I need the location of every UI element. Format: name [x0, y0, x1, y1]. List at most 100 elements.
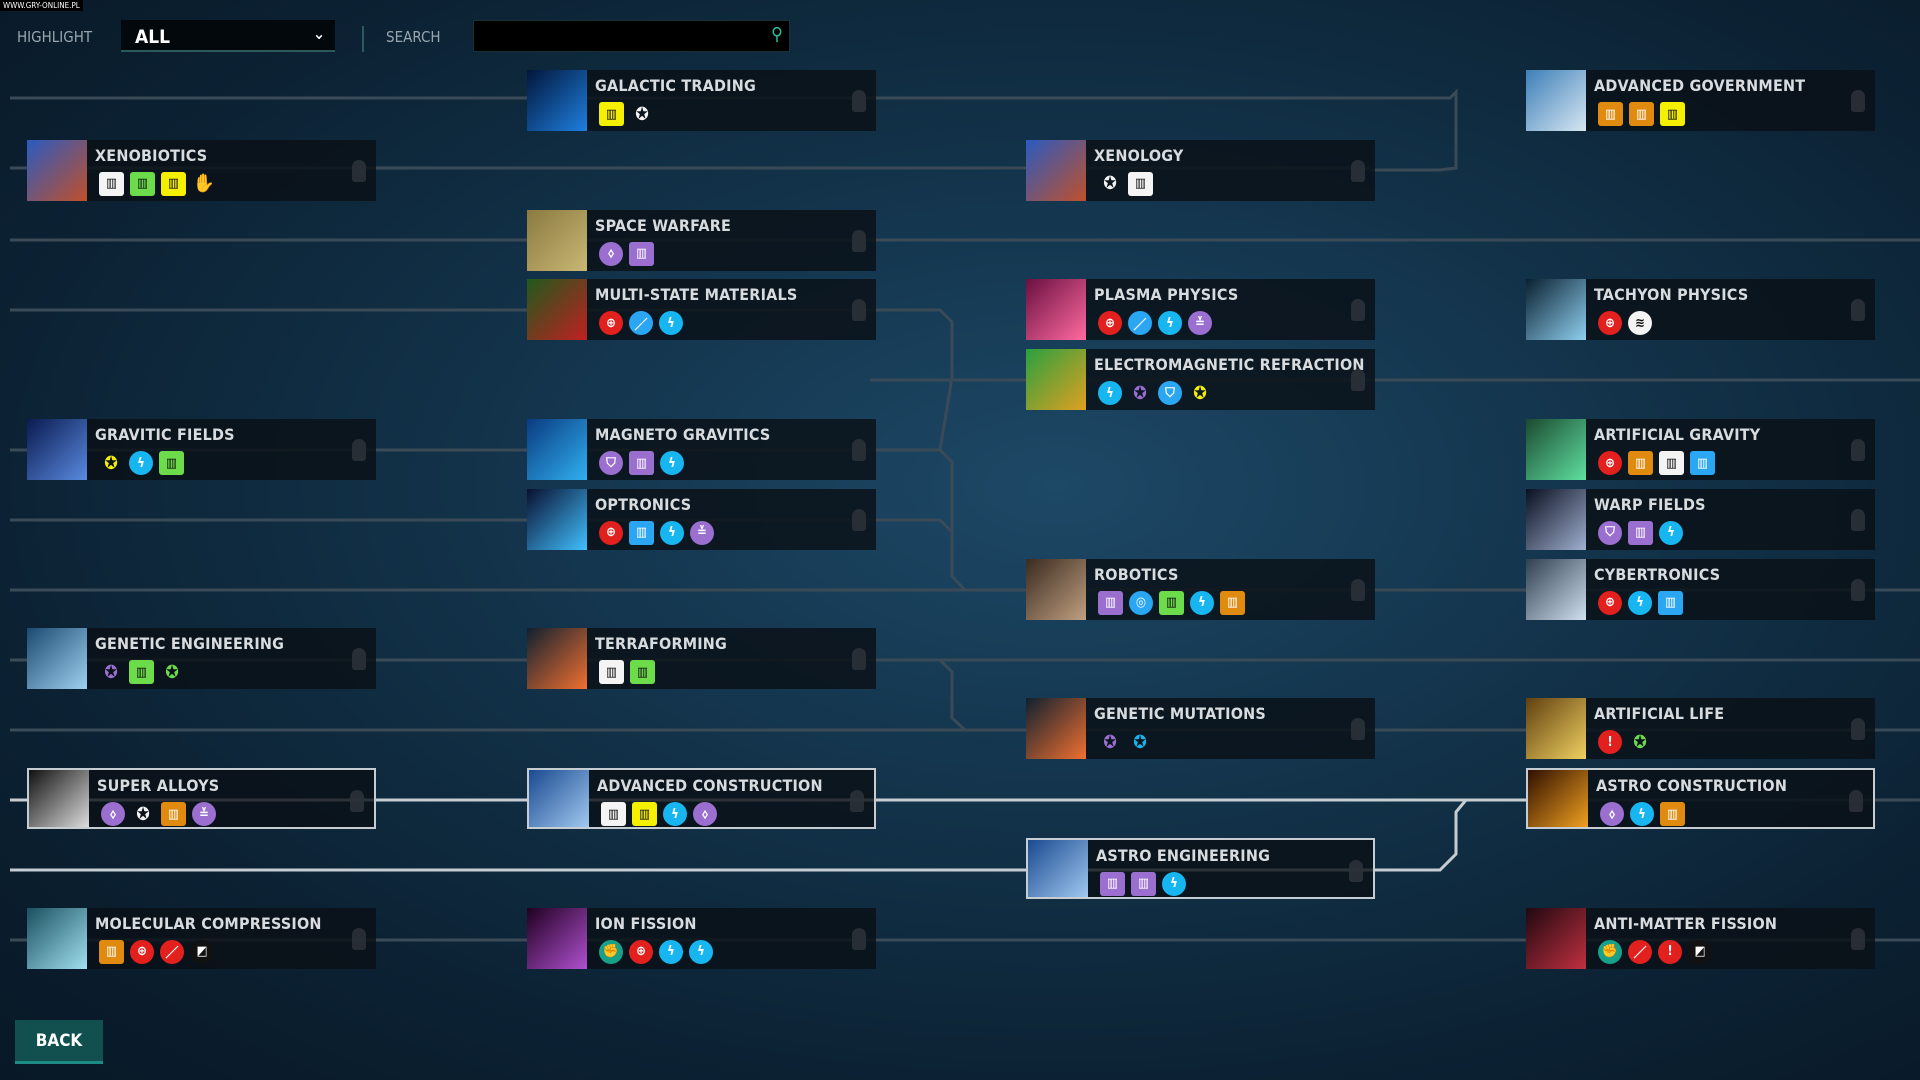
building-icon[interactable]: ▥ [632, 802, 657, 826]
building-icon[interactable]: ▥ [1098, 590, 1123, 615]
bolt-icon[interactable]: ϟ [1098, 381, 1122, 406]
shield-icon[interactable]: ⛉ [1598, 520, 1622, 545]
crosshair-icon[interactable]: ⊕ [1598, 590, 1622, 615]
shield-icon[interactable]: ⛉ [1158, 381, 1182, 406]
building-icon[interactable]: ▥ [161, 171, 186, 196]
fist-icon[interactable]: ✊ [599, 939, 623, 964]
tech-card[interactable]: GENETIC MUTATIONS✪✪ [1026, 698, 1375, 760]
chevrons-icon[interactable]: ≚ [192, 802, 216, 826]
building-icon[interactable]: ▥ [1660, 102, 1685, 126]
tech-card[interactable]: SUPER ALLOYS⬨✪▥≚ [27, 768, 376, 829]
tech-card[interactable]: TACHYON PHYSICS⊕≋ [1526, 279, 1875, 341]
building-icon[interactable]: ▥ [1100, 871, 1125, 896]
building-icon[interactable]: ▥ [1690, 451, 1715, 475]
tech-card[interactable]: ASTRO CONSTRUCTION⬨ϟ▥ [1526, 768, 1875, 829]
building-icon[interactable]: ▥ [599, 660, 624, 685]
sword-icon[interactable]: ／ [1128, 311, 1152, 336]
drop-icon[interactable]: ⬨ [599, 241, 623, 266]
building-icon[interactable]: ▥ [159, 451, 184, 475]
building-icon[interactable]: ▥ [1629, 102, 1654, 126]
star-icon[interactable]: ✪ [1103, 173, 1117, 195]
bolt-icon[interactable]: ϟ [660, 451, 684, 475]
sword-icon[interactable]: ／ [160, 939, 184, 964]
bolt-icon[interactable]: ϟ [659, 939, 683, 964]
crosshair-icon[interactable]: ⊕ [1098, 311, 1122, 336]
building-icon[interactable]: ▥ [630, 660, 655, 685]
star-icon[interactable]: ✪ [1133, 731, 1147, 753]
building-icon[interactable]: ▥ [1220, 590, 1245, 615]
tech-card[interactable]: WARP FIELDS⛉▥ϟ [1526, 488, 1875, 550]
bolt-icon[interactable]: ϟ [663, 802, 687, 826]
tech-card[interactable]: TERRAFORMING▥▥ [527, 628, 876, 690]
tech-card[interactable]: OPTRONICS⊕▥ϟ≚ [527, 488, 876, 550]
wifi-icon[interactable]: ≋ [1628, 311, 1652, 336]
tech-card[interactable]: PLASMA PHYSICS⊕／ϟ≚ [1026, 279, 1375, 341]
building-icon[interactable]: ▥ [1598, 102, 1623, 126]
star-icon[interactable]: ✪ [1103, 731, 1117, 753]
building-icon[interactable]: ▥ [629, 451, 654, 475]
bolt-icon[interactable]: ϟ [1630, 802, 1654, 826]
tech-card[interactable]: XENOBIOTICS▥▥▥✋ [27, 139, 376, 201]
sword-icon[interactable]: ／ [629, 311, 653, 336]
back-button[interactable]: BACK [15, 1020, 103, 1064]
building-icon[interactable]: ▥ [99, 171, 124, 196]
tech-card[interactable]: ARTIFICIAL LIFE!✪ [1526, 698, 1875, 760]
bolt-icon[interactable]: ϟ [1162, 871, 1186, 896]
star-icon[interactable]: ✪ [1193, 382, 1207, 404]
drop-icon[interactable]: ⬨ [101, 802, 125, 826]
building-icon[interactable]: ▥ [629, 520, 654, 545]
building-icon[interactable]: ▥ [601, 802, 626, 826]
star-icon[interactable]: ✪ [1633, 731, 1647, 753]
building-icon[interactable]: ▥ [130, 171, 155, 196]
alert-icon[interactable]: ! [1598, 730, 1622, 755]
building-icon[interactable]: ▥ [1128, 171, 1153, 196]
tech-card[interactable]: ADVANCED CONSTRUCTION▥▥ϟ⬨ [527, 768, 876, 829]
building-icon[interactable]: ▥ [1659, 451, 1684, 475]
tech-card[interactable]: ADVANCED GOVERNMENT▥▥▥ [1526, 70, 1875, 131]
building-icon[interactable]: ▥ [1658, 590, 1683, 615]
star-icon[interactable]: ✪ [1133, 382, 1147, 404]
bolt-icon[interactable]: ϟ [660, 520, 684, 545]
search-icon[interactable]: ⚲ [771, 24, 783, 45]
bolt-icon[interactable]: ϟ [1158, 311, 1182, 336]
alert-icon[interactable]: ! [1658, 939, 1682, 964]
bolt-icon[interactable]: ϟ [1659, 520, 1683, 545]
crosshair-icon[interactable]: ⊕ [130, 939, 154, 964]
building-icon[interactable]: ▥ [629, 241, 654, 266]
tech-card[interactable]: CYBERTRONICS⊕ϟ▥ [1526, 558, 1875, 620]
building-icon[interactable]: ▥ [599, 102, 624, 126]
crosshair-icon[interactable]: ⊕ [599, 520, 623, 545]
crosshair-icon[interactable]: ⊕ [599, 311, 623, 336]
star-icon[interactable]: ✪ [104, 452, 118, 474]
crosshair-icon[interactable]: ⊕ [1598, 451, 1622, 475]
chip-icon[interactable]: ◩ [1688, 939, 1712, 964]
bolt-icon[interactable]: ϟ [129, 451, 153, 475]
tech-card[interactable]: ANTI-MATTER FISSION✊／!◩ [1526, 907, 1875, 969]
tech-card[interactable]: ARTIFICIAL GRAVITY⊕▥▥▥ [1526, 419, 1875, 480]
tech-card[interactable]: GENETIC ENGINEERING✪▥✪ [27, 628, 376, 690]
ring-icon[interactable]: ◎ [1129, 590, 1153, 615]
building-icon[interactable]: ▥ [1628, 451, 1653, 475]
building-icon[interactable]: ▥ [1660, 802, 1685, 826]
highlight-dropdown[interactable]: ALL ⌄ [121, 20, 335, 52]
shield-icon[interactable]: ⛉ [599, 451, 623, 475]
bolt-icon[interactable]: ϟ [1628, 590, 1652, 615]
drop-icon[interactable]: ⬨ [693, 802, 717, 826]
drop-icon[interactable]: ⬨ [1600, 802, 1624, 826]
tech-card[interactable]: SPACE WARFARE⬨▥ [527, 209, 876, 271]
robot-hand-icon[interactable]: ✋ [192, 173, 216, 195]
fist-icon[interactable]: ✊ [1598, 939, 1622, 964]
tech-card[interactable]: MAGNETO GRAVITICS⛉▥ϟ [527, 419, 876, 480]
tech-card[interactable]: MOLECULAR COMPRESSION▥⊕／◩ [27, 907, 376, 969]
crosshair-icon[interactable]: ⊕ [1598, 311, 1622, 336]
crosshair-icon[interactable]: ⊕ [629, 939, 653, 964]
building-icon[interactable]: ▥ [1131, 871, 1156, 896]
tech-card[interactable]: GALACTIC TRADING▥✪ [527, 70, 876, 131]
chip-icon[interactable]: ◩ [190, 939, 214, 964]
bolt-icon[interactable]: ϟ [659, 311, 683, 336]
building-icon[interactable]: ▥ [161, 802, 186, 826]
star-icon[interactable]: ✪ [165, 661, 179, 683]
building-icon[interactable]: ▥ [1159, 590, 1184, 615]
